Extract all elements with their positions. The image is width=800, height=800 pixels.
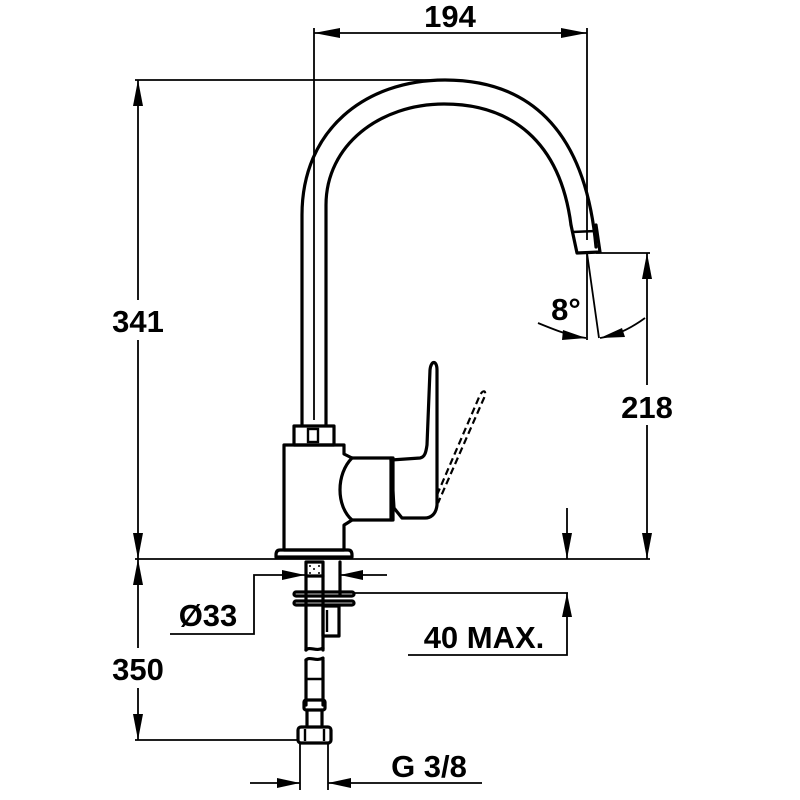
dim-label-341: 341 (112, 304, 164, 339)
aerator-ring (571, 229, 597, 234)
mounting-assembly (292, 560, 356, 745)
washer-1 (292, 590, 356, 598)
dim-spout-reach: 194 (313, 0, 588, 420)
dim-label-diameter: Ø33 (179, 598, 238, 633)
arrow-top (133, 80, 143, 106)
dim-total-height: 341 (112, 79, 445, 559)
dim-spout-angle: 8° (537, 252, 646, 340)
lever-handle (389, 360, 439, 520)
dim-label-194: 194 (424, 0, 476, 34)
cartridge-housing (338, 456, 354, 522)
dim-label-angle: 8° (551, 292, 581, 327)
break-line-top (304, 646, 325, 652)
hose-end-nut (296, 725, 333, 745)
dim-counter-thickness: 40 MAX. (354, 592, 572, 656)
collar-slot (306, 427, 320, 444)
arrow-left (314, 28, 340, 38)
dim-label-thread: G 3/8 (391, 749, 467, 784)
spout-inner-curve (324, 102, 573, 427)
break-line-bottom (304, 656, 325, 662)
dim-label-40max: 40 MAX. (424, 620, 545, 655)
lever-alternate-position (435, 390, 487, 504)
dim-base-diameter: Ø33 (170, 570, 387, 635)
fixing-nut (321, 604, 341, 638)
spout-outer-curve (300, 78, 598, 427)
dim-outlet-height: 218 (562, 252, 673, 559)
dim-connection-thread: G 3/8 (250, 743, 482, 790)
arrow-right (561, 28, 587, 38)
dim-label-218: 218 (621, 390, 673, 425)
leader-diameter (170, 574, 305, 635)
shank-nut (304, 560, 325, 578)
base-flange (274, 548, 354, 559)
hose-crimp (302, 698, 327, 712)
faucet-body (282, 443, 395, 552)
aerator (569, 223, 602, 255)
arrow-bottom (133, 533, 143, 559)
dim-label-350: 350 (112, 652, 164, 687)
dim-hose-length: 350 (112, 559, 298, 741)
